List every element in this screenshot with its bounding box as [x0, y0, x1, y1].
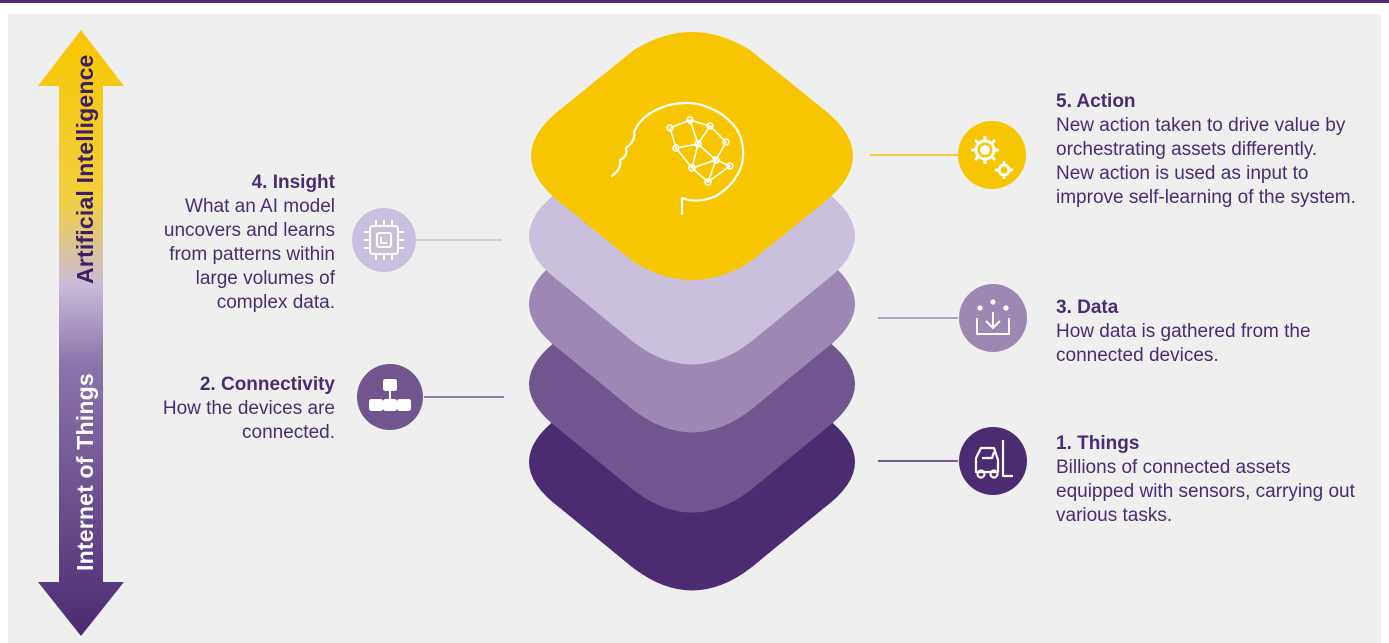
callout-things-body: Billions of connected assets equipped wi…	[1056, 457, 1355, 526]
layer-5-action	[531, 32, 853, 280]
callout-connectivity-title: 2. Connectivity	[199, 374, 335, 395]
callout-things-title: 1. Things	[1056, 433, 1140, 454]
callout-action-body: New action taken to drive value by orche…	[1056, 115, 1356, 208]
callout-insight: 4. Insight What an AI model uncovers and…	[135, 171, 335, 315]
callout-connectivity-body: How the devices are connected.	[162, 398, 335, 443]
axis-label-iot: Internet of Things	[72, 373, 98, 571]
ai-iot-axis-arrow	[38, 30, 124, 636]
network-icon	[357, 364, 423, 430]
gears-icon	[958, 121, 1026, 189]
top-rule	[0, 0, 1389, 3]
callout-action-title: 5. Action	[1056, 91, 1136, 112]
callout-connectivity: 2. Connectivity How the devices are conn…	[120, 373, 335, 445]
connector-lines	[416, 154, 958, 462]
callout-data-body: How data is gathered from the connected …	[1056, 321, 1311, 366]
callout-data-title: 3. Data	[1056, 297, 1119, 318]
brain-network-icon	[610, 101, 745, 216]
callout-insight-body: What an AI model uncovers and learns fro…	[163, 196, 335, 313]
callout-things: 1. Things Billions of connected assets e…	[1056, 432, 1356, 528]
callout-insight-title: 4. Insight	[251, 172, 335, 193]
forklift-icon	[959, 427, 1027, 495]
chip-icon	[352, 208, 416, 272]
download-icon	[959, 284, 1027, 352]
callout-action: 5. Action New action taken to drive valu…	[1056, 90, 1356, 210]
axis-label-ai: Artificial Intelligence	[72, 54, 98, 284]
callout-data: 3. Data How data is gathered from the co…	[1056, 296, 1356, 368]
